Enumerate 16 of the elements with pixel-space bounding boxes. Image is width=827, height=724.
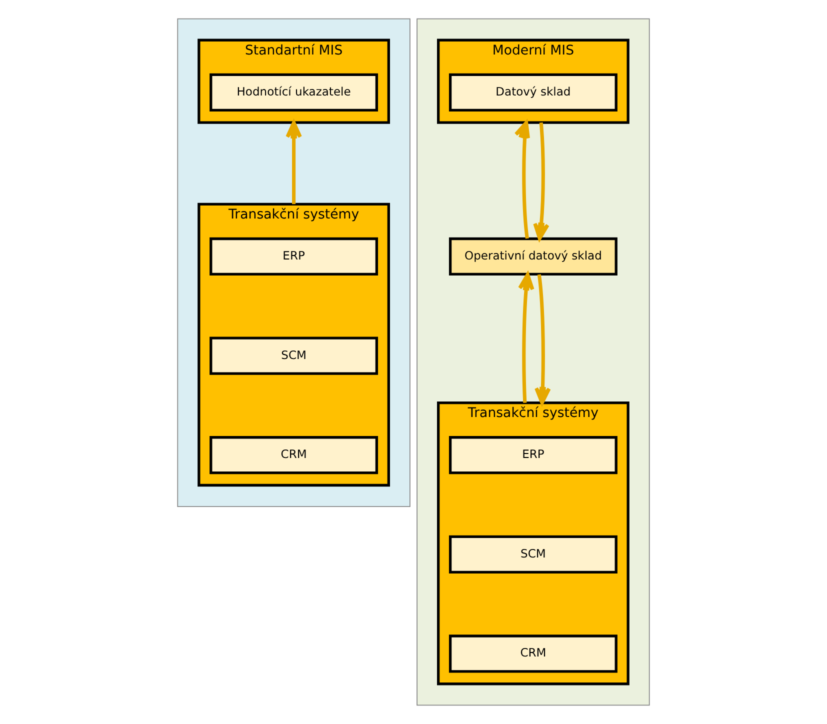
node-box: ERP (210, 237, 378, 276)
node-box: ERP (448, 436, 618, 474)
node-box: CRM (448, 634, 618, 673)
arrow (518, 272, 534, 403)
node-box: SCM (210, 336, 378, 375)
node-box: CRM (210, 436, 378, 474)
node-box: Hodnotící ukazatele (210, 73, 378, 112)
arrow (514, 120, 530, 239)
node-box: Operativní datový sklad (448, 237, 618, 276)
arrow (286, 120, 302, 204)
arrow (533, 122, 550, 240)
cluster (177, 18, 410, 507)
cluster (416, 18, 650, 706)
arrow (534, 274, 551, 405)
node-box: Datový sklad (448, 73, 618, 112)
node-box: SCM (448, 535, 618, 574)
